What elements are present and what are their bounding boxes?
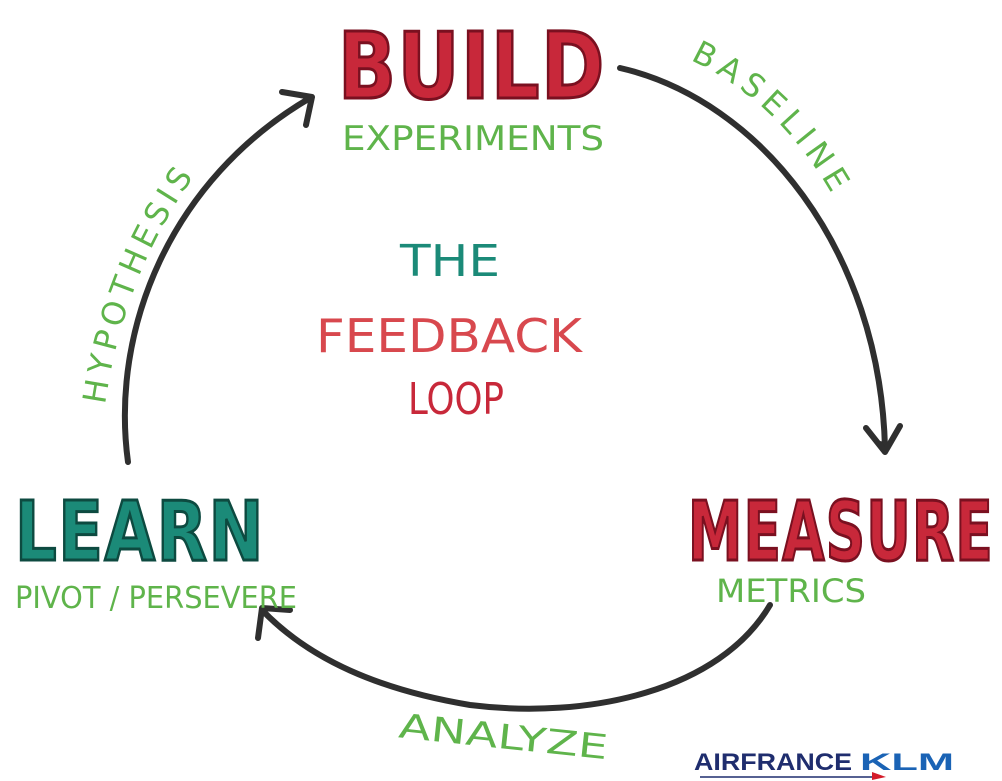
build-subtitle: EXPERIMENTS	[342, 119, 604, 159]
center-title-line-1: THE	[399, 236, 500, 287]
learn-subtitle: PIVOT / PERSEVERE	[15, 581, 297, 616]
arrow-build-to-measure	[617, 65, 890, 451]
edge-label-baseline: BASELINE	[687, 33, 861, 203]
edge-label-hypothesis: HYPOTHESIS	[75, 156, 203, 406]
logo-text-airfrance: AIRFRANCE	[694, 749, 852, 776]
logo-swoosh-accent	[872, 772, 886, 780]
center-title-line-2: FEEDBACK	[316, 309, 584, 363]
build-title: BUILD	[338, 13, 606, 120]
arrow-learn-to-build	[121, 95, 313, 465]
measure-title: MEASURE	[688, 485, 994, 580]
arrowhead-build	[279, 89, 315, 128]
measure-subtitle: METRICS	[716, 572, 866, 610]
edge-label-analyze: ANALYZE	[397, 706, 610, 768]
center-title-line-3: LOOP	[408, 374, 504, 425]
arrowhead-measure	[863, 423, 903, 455]
logo-text-klm: KLM	[860, 749, 954, 776]
airfrance-klm-logo: AIRFRANCE KLM	[694, 749, 954, 780]
arrowhead-learn	[255, 605, 293, 641]
arrow-measure-to-learn	[259, 602, 773, 712]
learn-title: LEARN	[15, 485, 265, 580]
